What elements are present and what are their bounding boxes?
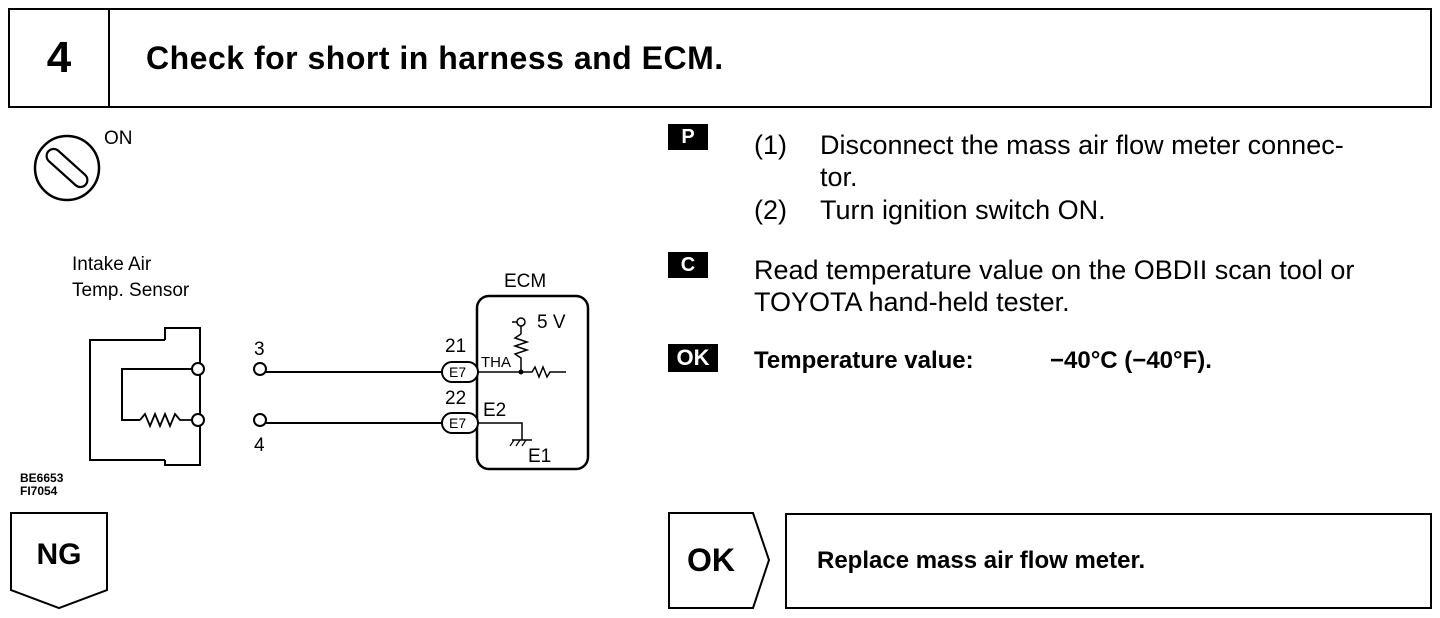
c-line2: TOYOTA hand-held tester. xyxy=(754,287,1070,317)
tha-label: THA xyxy=(481,354,511,371)
pin-4-label: 4 xyxy=(254,435,265,456)
ok-badge: OK xyxy=(668,344,718,372)
c-line1: Read temperature value on the OBDII scan… xyxy=(754,255,1355,285)
pin-21-label: 21 xyxy=(445,336,467,357)
voltage-label: 5 V xyxy=(537,312,566,333)
connector-e7-label-1: E7 xyxy=(449,364,467,380)
step-number: 4 xyxy=(10,10,110,106)
pin-3-label: 3 xyxy=(254,339,265,360)
figure-code-1: BE6653 xyxy=(20,471,64,485)
ok-outcome-shape xyxy=(668,512,771,609)
pin-22-label: 22 xyxy=(445,388,467,409)
p-badge: P xyxy=(668,124,708,150)
p-step2-number: (2) xyxy=(754,195,787,225)
connector-e7-label-2: E7 xyxy=(449,415,467,431)
ng-label: NG xyxy=(36,538,82,571)
c-badge: C xyxy=(668,252,708,278)
sensor-label-line-1: Intake Air xyxy=(72,254,152,275)
ignition-on-label: ON xyxy=(104,128,133,149)
ok-result-box: Replace mass air flow meter. xyxy=(785,513,1432,609)
ecm-label: ECM xyxy=(504,271,547,292)
step-title: Check for short in harness and ECM. xyxy=(146,40,724,76)
ok-outcome-label: OK xyxy=(687,542,735,578)
sensor-label-line-2: Temp. Sensor xyxy=(72,280,190,301)
ok-result-text: Replace mass air flow meter. xyxy=(817,547,1146,574)
p-step2-text: Turn ignition switch ON. xyxy=(820,195,1106,225)
ignition-switch-icon xyxy=(33,134,101,202)
p-step1-line1: Disconnect the mass air flow meter conne… xyxy=(820,130,1344,160)
wiring-diagram xyxy=(89,294,590,471)
p-step1-number: (1) xyxy=(754,130,787,160)
figure-code-2: FI7054 xyxy=(20,484,58,498)
e1-label: E1 xyxy=(528,446,552,467)
ng-outcome-shape xyxy=(10,512,108,610)
p-step1-line2: tor. xyxy=(820,162,858,192)
ok-criterion-value: −40°C (−40°F). xyxy=(1050,347,1212,374)
ok-criterion-label: Temperature value: xyxy=(754,347,974,374)
step-header: 4 Check for short in harness and ECM. xyxy=(8,8,1432,108)
e2-label: E2 xyxy=(483,400,507,421)
